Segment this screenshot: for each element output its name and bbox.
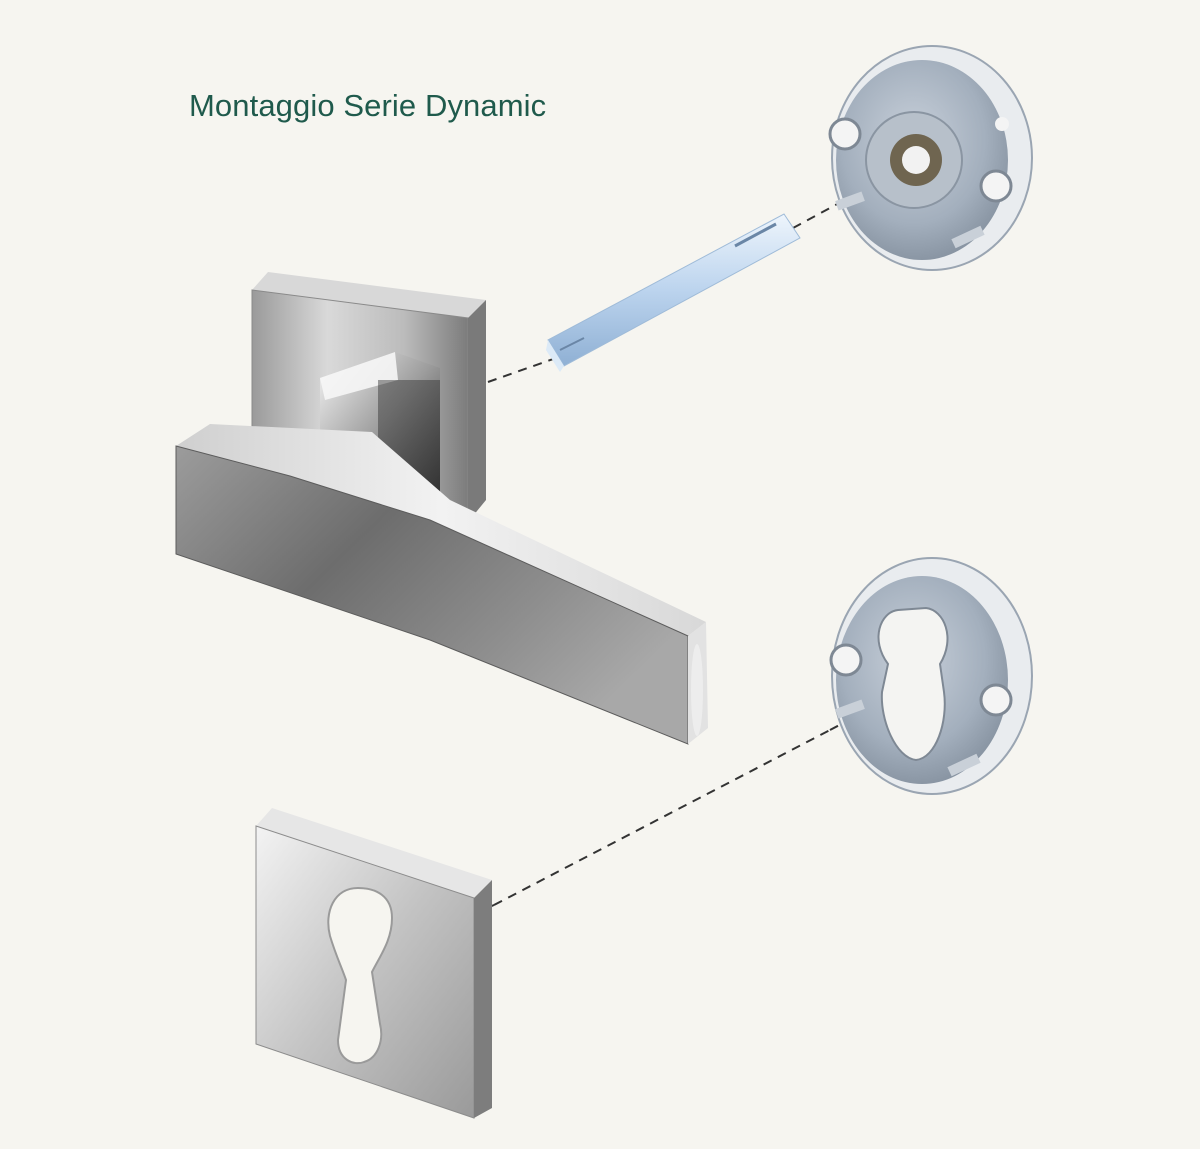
escutcheon-mounting-ring: [829, 557, 1033, 795]
rose-mounting-ring: [828, 45, 1033, 271]
diagram-title: Montaggio Serie Dynamic: [189, 88, 547, 123]
square-spindle: [546, 213, 801, 372]
lever-handle-with-rose: [175, 272, 708, 745]
guide-line-escutcheon-to-ring: [493, 729, 831, 906]
guide-line-spindle-to-rose: [487, 357, 557, 383]
euro-cylinder-escutcheon: [255, 808, 492, 1119]
